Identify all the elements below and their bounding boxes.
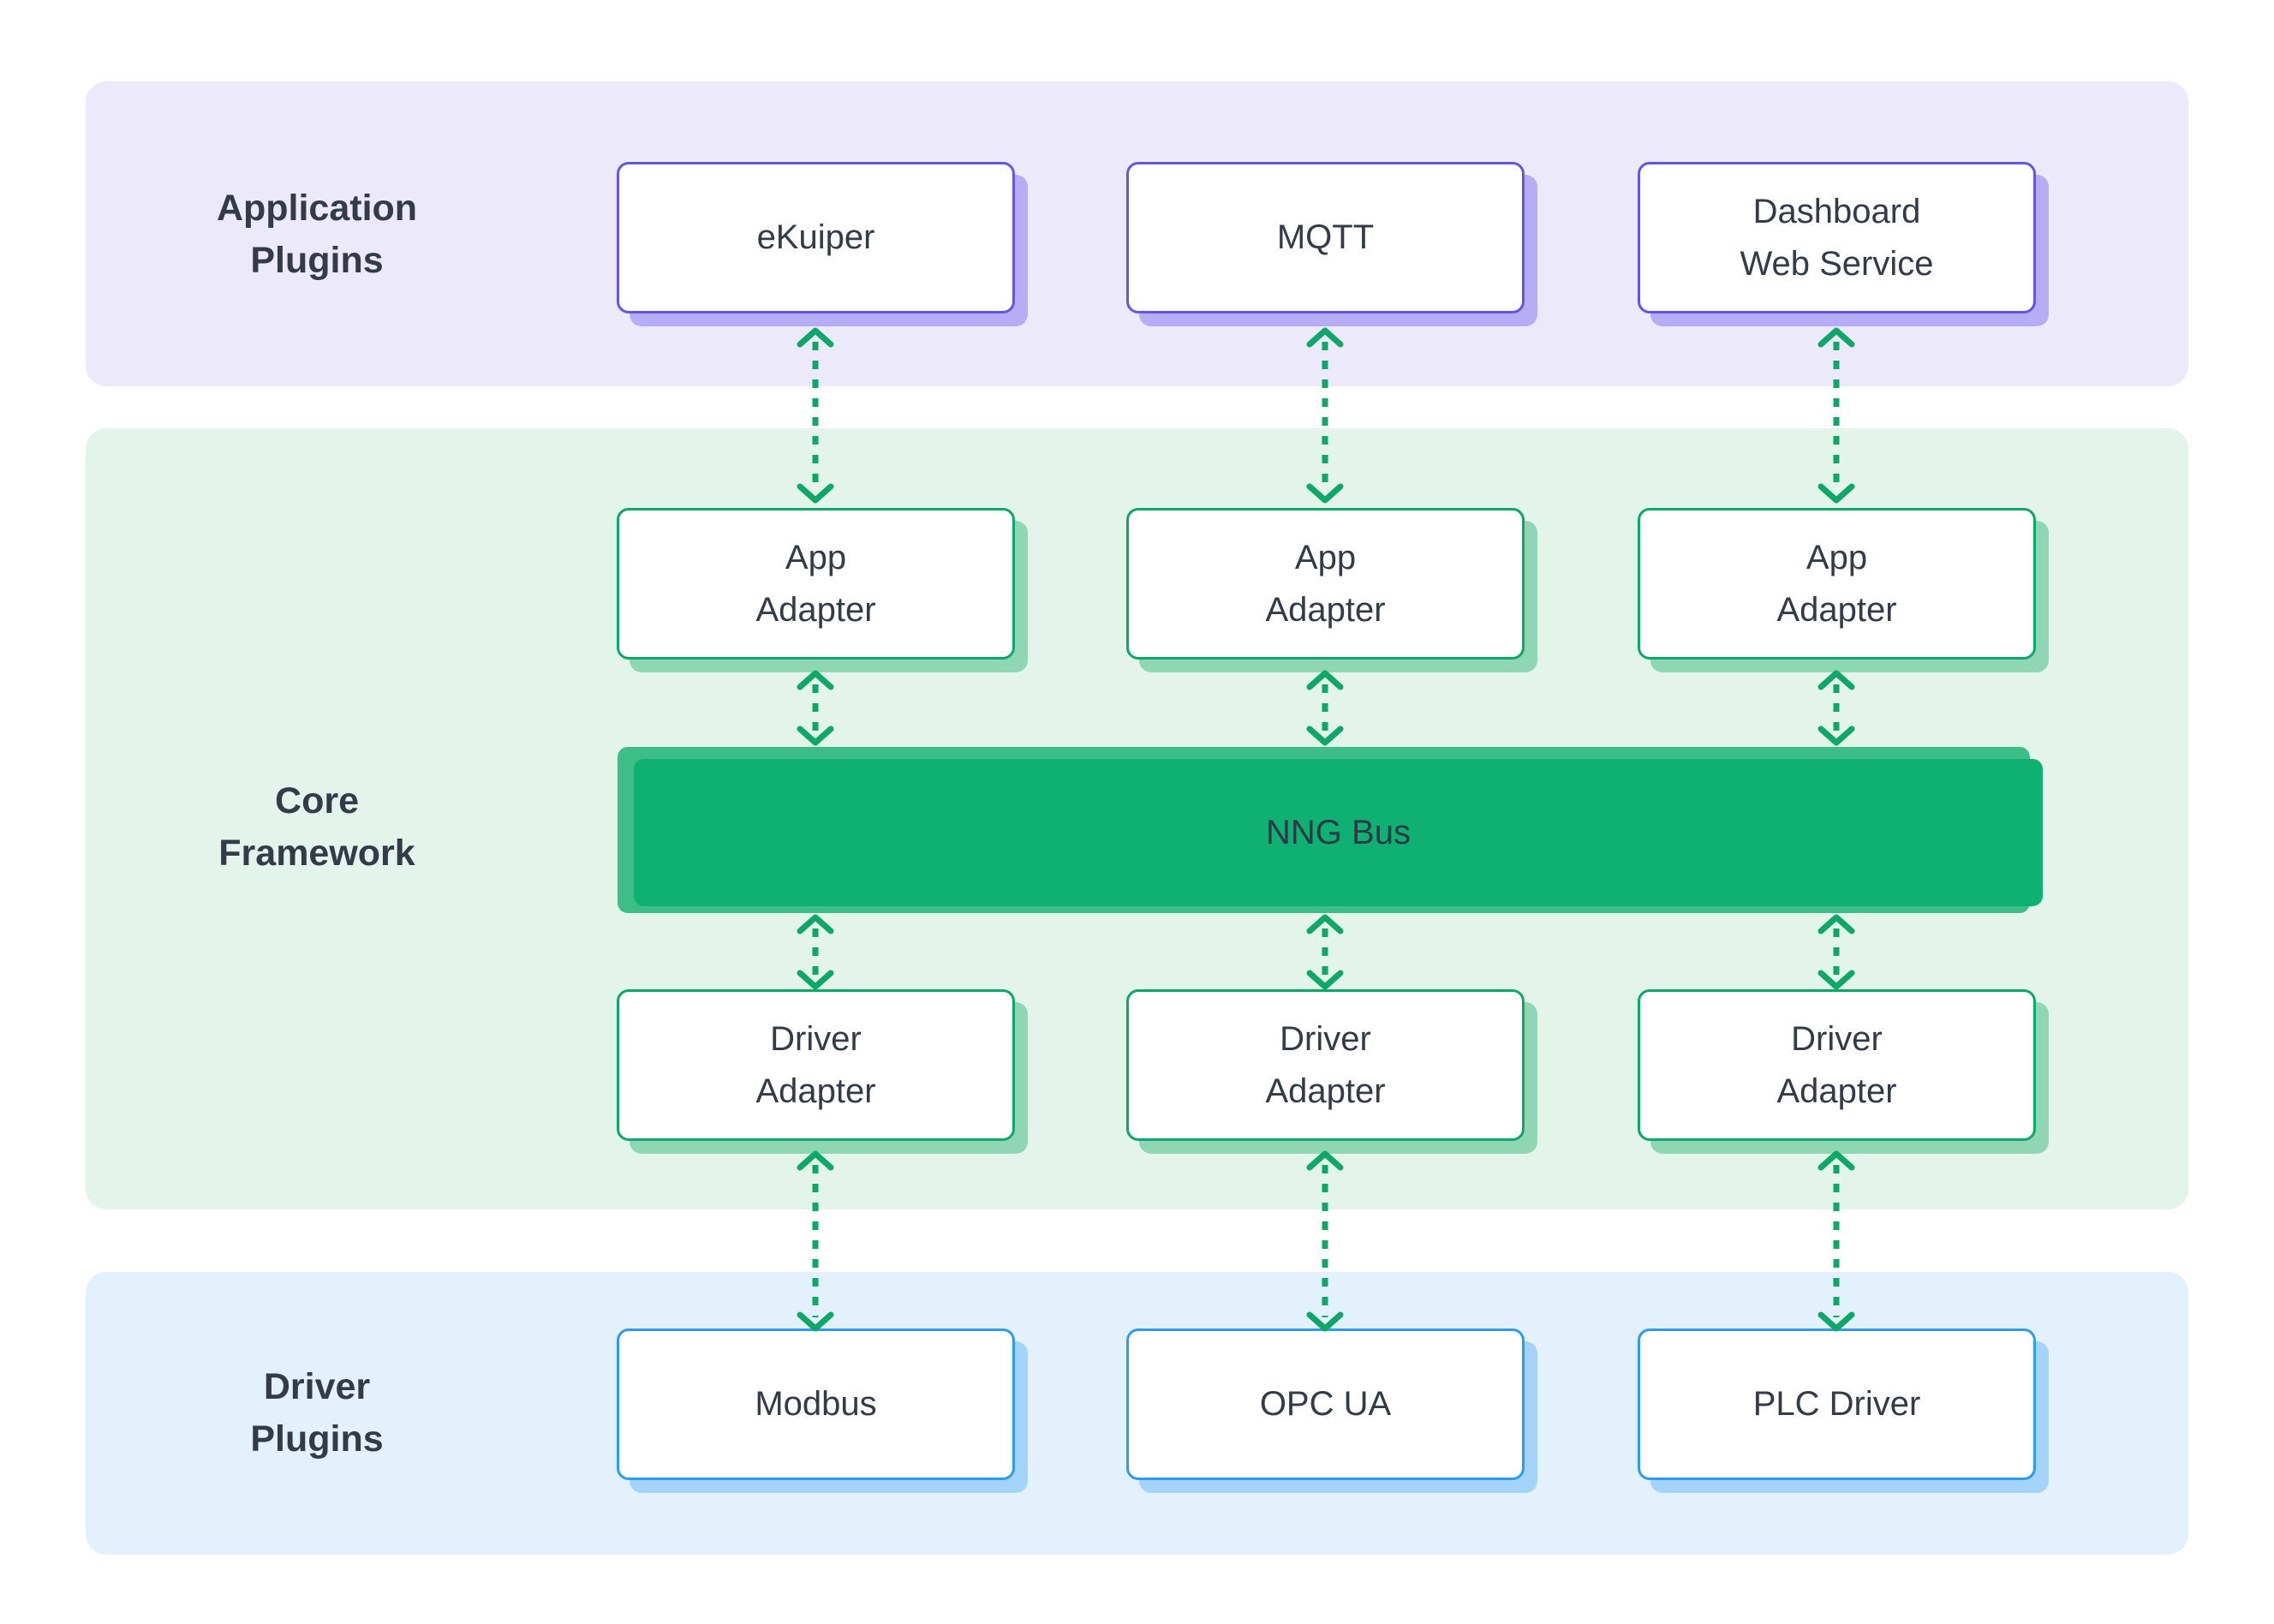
band-label-core-framework: Core Framework bbox=[146, 775, 488, 880]
box-label: Adapter bbox=[1776, 1072, 1897, 1110]
box-label: App bbox=[785, 538, 847, 576]
band-label-application-plugins: Application Plugins bbox=[146, 182, 488, 287]
box-label: Modbus bbox=[755, 1385, 877, 1424]
box-ekuiper: eKuiper bbox=[617, 162, 1015, 313]
arrow-nngbus-driveradapter-col3 bbox=[1817, 914, 1855, 990]
arrow-appadapter-nngbus-col2 bbox=[1306, 670, 1344, 746]
box-label: Web Service bbox=[1740, 244, 1934, 283]
box-label: eKuiper bbox=[756, 218, 875, 257]
box-label: App bbox=[1805, 538, 1868, 576]
box-label: Adapter bbox=[1265, 590, 1386, 629]
box-label: PLC Driver bbox=[1752, 1385, 1921, 1424]
nng-bus-label: NNG Bus bbox=[1266, 813, 1411, 851]
box-mqtt: MQTT bbox=[1126, 162, 1525, 313]
box-modbus: Modbus bbox=[617, 1328, 1015, 1480]
arrow-nngbus-driveradapter-col1 bbox=[797, 914, 834, 990]
arrow-nngbus-driveradapter-col2 bbox=[1306, 914, 1344, 990]
box-driver-adapter-2: Driver Adapter bbox=[1126, 989, 1525, 1141]
box-label: Driver bbox=[1791, 1019, 1883, 1058]
box-label: Driver bbox=[770, 1019, 862, 1058]
box-label: Adapter bbox=[1265, 1072, 1386, 1110]
arrow-driveradapter-driverbox-col1 bbox=[797, 1150, 834, 1332]
arrow-appadapter-nngbus-col3 bbox=[1817, 670, 1855, 746]
box-label: App bbox=[1294, 538, 1357, 576]
band-label-line: Core bbox=[275, 779, 359, 821]
box-label: Dashboard bbox=[1752, 192, 1921, 230]
box-opc-ua: OPC UA bbox=[1126, 1328, 1525, 1480]
arrow-appplugin-appadapter-col2 bbox=[1306, 327, 1344, 504]
arrow-driveradapter-driverbox-col3 bbox=[1817, 1150, 1855, 1332]
arrow-appadapter-nngbus-col1 bbox=[797, 670, 834, 746]
box-dashboard-web-service: Dashboard Web Service bbox=[1638, 162, 2036, 313]
box-driver-adapter-1: Driver Adapter bbox=[617, 989, 1015, 1141]
band-label-line: Framework bbox=[218, 833, 415, 874]
box-label: Adapter bbox=[755, 1072, 876, 1110]
box-app-adapter-2: App Adapter bbox=[1126, 508, 1525, 660]
band-label-line: Driver bbox=[263, 1365, 371, 1407]
box-app-adapter-3: App Adapter bbox=[1638, 508, 2036, 660]
box-app-adapter-1: App Adapter bbox=[617, 508, 1015, 660]
nng-bus: NNG Bus bbox=[634, 759, 2043, 906]
box-plc-driver: PLC Driver bbox=[1638, 1328, 2036, 1480]
box-label: Driver bbox=[1280, 1019, 1371, 1058]
box-label: Adapter bbox=[1776, 590, 1897, 629]
box-label: Adapter bbox=[755, 590, 876, 629]
box-label: OPC UA bbox=[1259, 1385, 1392, 1424]
band-label-driver-plugins: Driver Plugins bbox=[146, 1361, 488, 1466]
arrow-appplugin-appadapter-col1 bbox=[797, 327, 834, 504]
band-label-line: Plugins bbox=[250, 240, 384, 281]
box-driver-adapter-3: Driver Adapter bbox=[1638, 989, 2036, 1141]
box-label: MQTT bbox=[1276, 218, 1375, 257]
arrow-appplugin-appadapter-col3 bbox=[1817, 327, 1855, 504]
band-label-line: Plugins bbox=[250, 1418, 384, 1460]
arrow-driveradapter-driverbox-col2 bbox=[1306, 1150, 1344, 1332]
band-label-line: Application bbox=[216, 187, 418, 229]
